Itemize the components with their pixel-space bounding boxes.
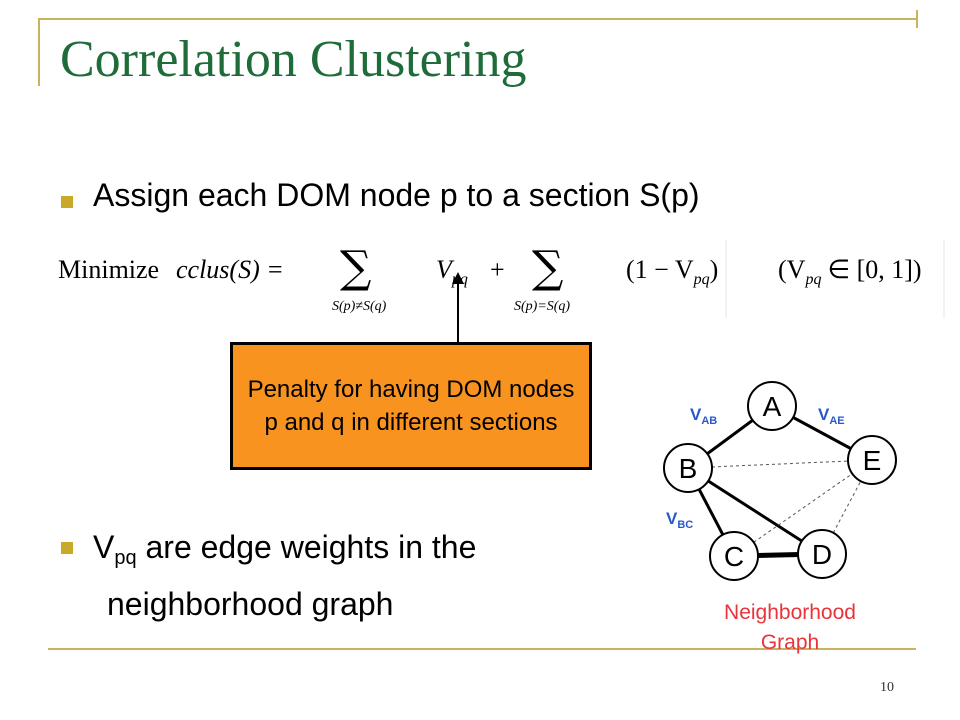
- formula-constraint: (V: [778, 255, 806, 284]
- edge-label-ab: VAB: [690, 405, 717, 427]
- frame-bottom-rule: [48, 648, 916, 650]
- formula-constraint-rest: ∈ [0, 1]): [827, 255, 921, 284]
- page-number: 10: [880, 680, 894, 695]
- graph-node-a: [747, 381, 797, 431]
- formula-sum1-subscript: S(p)≠S(q): [332, 299, 387, 314]
- formula-plus: +: [490, 255, 505, 284]
- frame-top-rule: [38, 18, 918, 20]
- formula-sum1: ∑: [340, 242, 371, 293]
- graph-node-a-label: A: [763, 391, 782, 422]
- formula-term1: V: [436, 255, 455, 284]
- graph-node-c: [709, 531, 759, 581]
- penalty-callout-text: Penalty for having DOM nodes p and q in …: [247, 376, 575, 436]
- graph-edge-b-d: [687, 466, 823, 556]
- graph-caption-line2: Graph: [760, 631, 820, 654]
- graph-node-d-label: D: [812, 539, 832, 570]
- bullet-marker: [61, 542, 73, 554]
- slide-title: Correlation Clustering: [60, 31, 527, 88]
- formula-sum2: ∑: [532, 242, 563, 293]
- graph-node-b: [663, 443, 713, 493]
- bullet-edge-weights: Vpq are edge weights in the neighborhood…: [93, 524, 476, 627]
- svg-text:(Vpq∈ [0, 1]): (Vpq ∈ [0, 1]): [778, 255, 922, 288]
- formula-constraint-sub: pq: [804, 271, 821, 288]
- formula-sum2-subscript: S(p)=S(q): [514, 299, 570, 314]
- callout-arrow: [452, 272, 464, 344]
- graph-caption: Neighborhood Graph: [688, 598, 892, 658]
- formula-lhs: cclus(S) =: [176, 255, 284, 284]
- bullet2-var: V: [93, 529, 115, 565]
- bullet-marker: [61, 196, 73, 208]
- formula-term2-close: ): [710, 255, 719, 284]
- bullet2-sub: pq: [114, 547, 137, 569]
- formula-minimize: Minimize: [58, 255, 159, 284]
- graph-edge-b-e-weak: [687, 459, 873, 469]
- bullet2-line1-rest: are edge weights in the: [136, 529, 477, 565]
- objective-formula: Minimize cclus(S) = ∑ S(p)≠S(q) Vpq + ∑ …: [58, 240, 945, 318]
- graph-node-d: [797, 529, 847, 579]
- graph-node-e: [847, 435, 897, 485]
- formula-term2: (1 − V: [626, 255, 694, 284]
- svg-text:(1 − Vpq): (1 − Vpq): [626, 255, 718, 288]
- graph-node-c-label: C: [724, 541, 744, 572]
- graph-node-b-label: B: [679, 453, 698, 484]
- edge-label-ae: VAE: [818, 405, 845, 427]
- graph-node-e-label: E: [863, 445, 882, 476]
- frame-right-accent: [916, 10, 918, 28]
- graph-caption-line1: Neighborhood: [724, 601, 856, 624]
- bullet-assign-sections: Assign each DOM node p to a section S(p): [93, 177, 700, 213]
- neighborhood-graph: A B C D E VAB VAE VBC: [663, 381, 897, 581]
- formula-term2-sub: pq: [693, 271, 710, 288]
- edge-label-bc: VBC: [666, 509, 693, 531]
- graph-edge-c-e-weak: [733, 459, 873, 557]
- penalty-callout: Penalty for having DOM nodes p and q in …: [230, 342, 592, 470]
- bullet2-line2: neighborhood graph: [107, 586, 394, 622]
- frame-left-accent: [38, 18, 40, 86]
